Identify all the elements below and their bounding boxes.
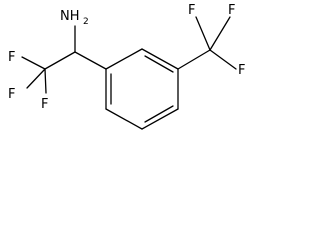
structure-diagram: NH 2 F F F F F F — [0, 0, 256, 131]
bonds — [21, 16, 237, 130]
molecule-svg: NH 2 F F F F F F — [8, 3, 245, 130]
bond-ch-ring — [74, 51, 107, 70]
bond-ring-cf3 — [177, 49, 211, 70]
fluorine-left-2: F — [8, 87, 15, 102]
fluorine-right-1: F — [188, 3, 195, 18]
bond-cf-left-1 — [21, 56, 46, 70]
bond-cf-right-1 — [195, 16, 211, 51]
amine-subscript: 2 — [83, 17, 89, 27]
bond-cf-left-3 — [44, 68, 47, 94]
bond-cf-left-2 — [26, 68, 46, 89]
atom-labels: NH 2 F F F F F F — [8, 3, 245, 112]
bond-cf-right-2 — [209, 16, 231, 51]
amine-label: NH — [60, 9, 80, 24]
ring-bond-4 — [141, 108, 179, 130]
bond-cf-right-3 — [209, 49, 237, 70]
fluorine-right-3: F — [238, 63, 245, 78]
ring-double-2 — [144, 55, 174, 73]
ring-bond-1 — [105, 48, 143, 70]
ring-bond-2 — [141, 48, 179, 70]
fluorine-right-2: F — [228, 3, 235, 18]
ring-double-3 — [144, 105, 174, 123]
fluorine-left-3: F — [41, 97, 48, 112]
fluorine-left-1: F — [8, 50, 15, 65]
ring-bond-5 — [105, 108, 143, 130]
bond-ch-cf3 — [44, 51, 76, 70]
